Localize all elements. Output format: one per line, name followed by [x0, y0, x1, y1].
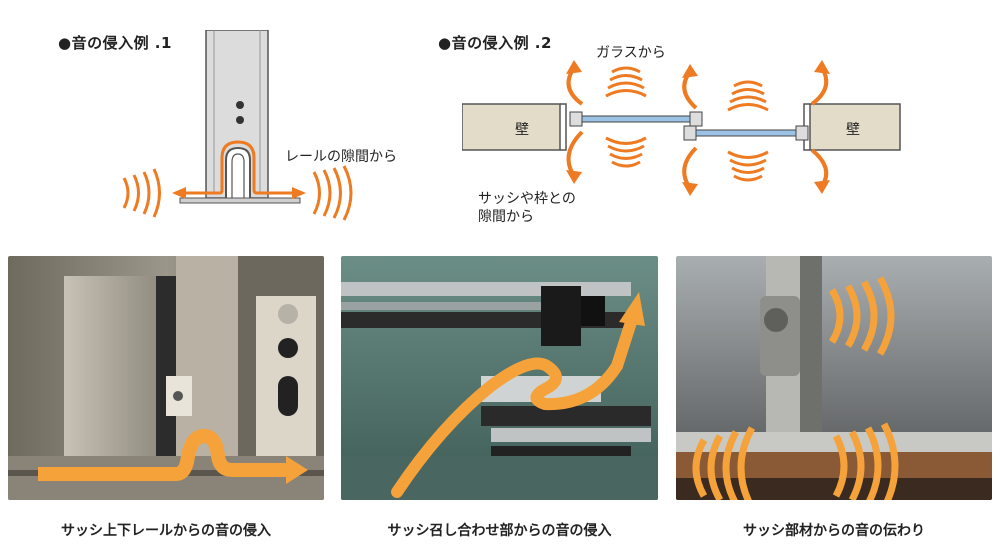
photo-rail	[8, 256, 324, 500]
sound-wave-icon	[124, 169, 160, 217]
glass-pane	[694, 130, 800, 136]
rail-channel	[226, 148, 250, 198]
rail-diagram	[110, 30, 380, 230]
screw-hole	[236, 116, 244, 124]
photo-rail-caption: サッシ上下レールからの音の侵入	[8, 520, 324, 540]
gap-label-line1: サッシや枠との	[478, 188, 576, 208]
screw-hole	[236, 101, 244, 109]
glass-pane	[580, 116, 692, 122]
rail-gap-label: レールの隙間から	[285, 146, 397, 166]
example2-heading: ●音の侵入例 .2	[438, 32, 552, 53]
sound-wave-icon	[314, 166, 351, 220]
wall-left-label: 壁	[515, 119, 529, 139]
photo-sash-member-caption: サッシ部材からの音の伝わり	[676, 520, 992, 540]
photo-meeting-rail	[341, 256, 658, 500]
gap-arrow	[569, 68, 827, 188]
wall-right-label: 壁	[846, 119, 860, 139]
photo-sash-member	[676, 256, 992, 500]
gap-label-line2: 隙間から	[478, 206, 534, 226]
wall-left	[462, 104, 560, 150]
photo-meeting-rail-caption: サッシ召し合わせ部からの音の侵入	[341, 520, 658, 540]
